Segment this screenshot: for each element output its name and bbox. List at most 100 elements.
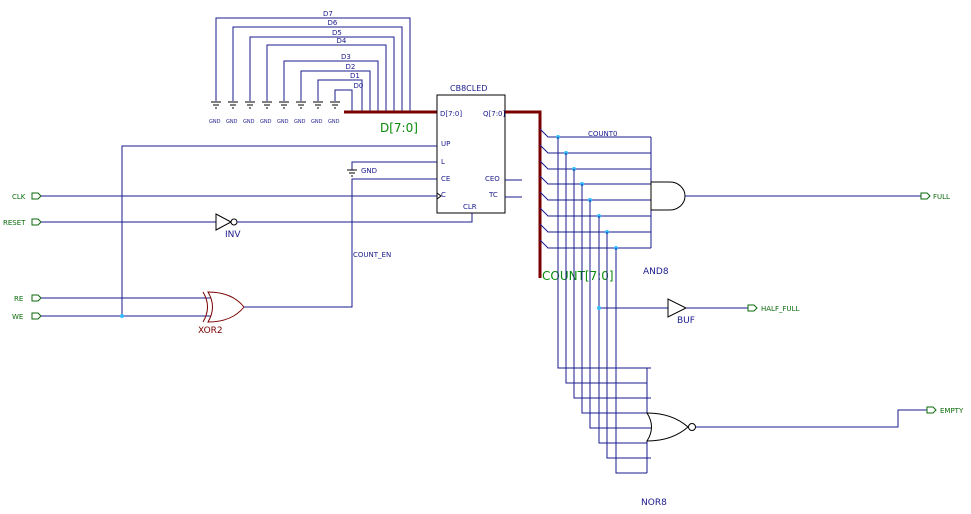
buf-gate[interactable]: BUF — [667, 298, 695, 326]
and8-gate-label: AND8 — [643, 267, 669, 277]
count-bit-tap — [539, 223, 651, 233]
constant-bit-label: D2 — [346, 63, 356, 71]
pin-up: UP — [441, 140, 450, 148]
gnd-symbol — [245, 101, 255, 109]
constant-bit-label: D1 — [350, 72, 360, 80]
gnd-symbol — [262, 101, 272, 109]
nor8-gate-label: NOR8 — [641, 498, 667, 508]
count-bit-tap — [539, 160, 651, 170]
pin-tc: TC — [488, 191, 498, 199]
input-pad-re[interactable]: RE — [14, 294, 42, 303]
count-bit-tap — [539, 191, 651, 201]
nor-input-wire — [615, 248, 647, 474]
count-bit-tap — [539, 207, 651, 217]
count-bit-taps — [539, 128, 652, 474]
nor-input-wire — [581, 184, 647, 414]
and8-gate[interactable]: AND8 — [643, 181, 686, 277]
d-bus-label: D[7:0] — [380, 121, 418, 135]
buf-gate-label: BUF — [677, 316, 695, 326]
output-label-full: FULL — [933, 193, 950, 201]
constant-bit-label: D6 — [328, 19, 338, 27]
constant-bit-wire — [334, 89, 353, 112]
nor-input-wire — [573, 169, 651, 399]
junction-dot — [597, 306, 601, 310]
constant-bit-wire — [215, 17, 411, 112]
xor2-gate-label: XOR2 — [198, 326, 223, 336]
gnd-label: GND — [311, 119, 323, 125]
nor-input-wire — [557, 137, 651, 369]
pin-clr: CLR — [463, 203, 477, 211]
count-bit-tap — [539, 144, 651, 154]
count0-label: COUNT0 — [588, 130, 618, 138]
constant-bit-wire — [317, 79, 363, 112]
input-pad-clk[interactable]: CLK — [12, 192, 42, 201]
gnd-label: GND — [243, 119, 255, 125]
count-bus-line — [505, 110, 542, 278]
output-pad-full[interactable]: FULL — [920, 192, 950, 201]
constant-bit-label: D4 — [337, 37, 347, 45]
constant-bit-wire — [249, 36, 395, 112]
inv-gate[interactable]: INV — [215, 213, 241, 240]
gnd-label: GND — [226, 119, 238, 125]
nor-input-wire — [598, 216, 647, 444]
gnd-label: GND — [209, 119, 221, 125]
gnd-symbol — [296, 101, 306, 109]
input-pad-we[interactable]: WE — [12, 312, 42, 321]
count-bus-label: COUNT[7:0] — [542, 269, 614, 283]
gnd-symbol-row: GND GND GND GND GND GND GND GND — [209, 101, 340, 125]
input-pads: CLK RESET RE WE — [3, 192, 42, 321]
output-label-empty: EMPTY — [940, 407, 964, 415]
gnd-symbol — [279, 101, 289, 109]
constant-bit-wire — [232, 26, 403, 112]
pin-l: L — [441, 158, 445, 166]
gnd-label: GND — [260, 119, 272, 125]
output-pad-half-full[interactable]: HALF_FULL — [747, 304, 800, 313]
constant-bit-wire — [266, 44, 387, 112]
gnd-symbol — [228, 101, 238, 109]
count-bit-tap — [539, 239, 651, 249]
input-pad-reset[interactable]: RESET — [3, 218, 42, 227]
pin-q: Q[7:0] — [483, 110, 506, 118]
inv-gate-label: INV — [225, 230, 241, 240]
empty-wire — [696, 409, 927, 428]
output-pad-empty[interactable]: EMPTY — [926, 406, 964, 415]
count-bit-tap — [539, 175, 651, 185]
pin-ceo: CEO — [485, 175, 500, 183]
xor2-gate[interactable]: XOR2 — [198, 291, 245, 336]
constant-bit-wire — [283, 60, 379, 112]
counter-cb8cled[interactable]: CB8CLED D[7:0] Q[7:0] UP L CE CEO C TC C… — [436, 84, 506, 214]
constant-bit-label: D3 — [341, 53, 351, 61]
input-label-reset: RESET — [3, 219, 26, 227]
counter-body — [436, 94, 506, 214]
gnd-symbol — [330, 101, 340, 109]
output-label-half-full: HALF_FULL — [761, 305, 800, 313]
pin-c: C — [441, 191, 446, 199]
gnd-label: GND — [277, 119, 289, 125]
pin-d: D[7:0] — [440, 110, 462, 118]
load-gnd-label: GND — [361, 167, 377, 175]
input-label-clk: CLK — [12, 193, 26, 201]
constant-bit-label: D0 — [354, 82, 364, 90]
load-gnd-symbol — [347, 169, 357, 177]
constant-bit-wire — [300, 70, 371, 112]
inv-to-clr-wire — [237, 213, 473, 223]
gnd-label: GND — [294, 119, 306, 125]
load-gnd-wire — [351, 161, 437, 170]
nor8-gate[interactable]: NOR8 — [641, 412, 696, 508]
nor-input-wire — [589, 200, 651, 429]
pin-ce: CE — [441, 175, 450, 183]
input-label-we: WE — [12, 313, 23, 321]
input-label-re: RE — [14, 295, 23, 303]
nor-input-wire — [606, 232, 651, 459]
up-wire — [121, 145, 437, 316]
nor-input-wire — [565, 153, 647, 384]
gnd-label: GND — [328, 119, 340, 125]
gnd-symbol — [313, 101, 323, 109]
constant-bit-label: D7 — [323, 10, 333, 18]
clock-edge-marker — [436, 192, 442, 200]
counter-name: CB8CLED — [450, 84, 487, 93]
ceo-tc-stubs — [505, 179, 522, 198]
